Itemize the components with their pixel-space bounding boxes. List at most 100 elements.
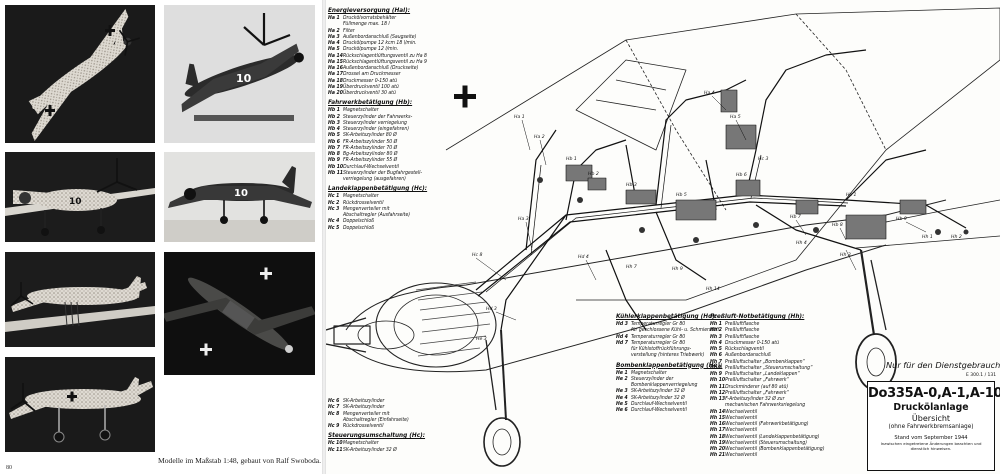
model-photo-dark-top bbox=[164, 252, 315, 375]
legend-item-code: Hb 8 bbox=[328, 151, 340, 157]
legend-item-code: Hb 9 bbox=[328, 157, 340, 164]
legend-item-code: Hc 1 bbox=[328, 193, 340, 200]
legend-item-text: Druckmesser 0-150 atü bbox=[725, 339, 779, 346]
legend-item-text: Temperaturregler Gr 80 bbox=[631, 339, 686, 346]
title-note-brakes: (ohne Fahrwerkbremsanlage) bbox=[888, 424, 974, 430]
legend-heading: Bombenklappenbetätigung (He): bbox=[616, 360, 723, 369]
legend-item-text: Wechselventil bbox=[725, 427, 758, 434]
title-subtitle: Druckölanlage bbox=[893, 402, 969, 413]
legend-item-text: Magnetschalter bbox=[343, 440, 379, 447]
callout-label: Hb 9 bbox=[896, 216, 907, 222]
legend-item-code: Ha 19 bbox=[328, 83, 343, 90]
callout-label: Hb 8 bbox=[832, 222, 843, 228]
legend-item: für geschlossene Kühl- u. Schmierstoff- bbox=[616, 327, 721, 333]
legend-item-text: Druckölvorratsbehälter bbox=[343, 15, 397, 21]
legend-item-text: Wechselventil bbox=[725, 408, 758, 415]
legend-item-code: Ha 2 bbox=[328, 27, 340, 34]
tail-number-text: 10 bbox=[234, 188, 248, 199]
legend-item-text: Preßluftschalter „Steuerumschaltung“ bbox=[725, 364, 813, 371]
legend-item-code: Hh 8 bbox=[710, 364, 722, 371]
model-photo-dark-ground: 10 bbox=[164, 152, 315, 242]
legend-item-text: FR-Arbeitszylinder 55 Ø bbox=[343, 157, 398, 164]
callout-label: Hb 1 bbox=[566, 156, 577, 162]
legend-item-text: Wechselventil (Bombenklappenbetätigung) bbox=[725, 446, 825, 452]
legend-item-text: Steuerzylinder (eingefahren) bbox=[343, 126, 410, 132]
legend-item-text: Drossel am Druckmesser bbox=[343, 71, 401, 78]
legend-item: Hc 11SK-Arbeitszylinder 32 Ø bbox=[328, 447, 438, 453]
legend-item: Hh 17Wechselventil bbox=[710, 427, 850, 433]
legend-item: Hh 20Wechselventil (Bombenklappenbetätig… bbox=[710, 446, 850, 452]
callout-label: Hb 6 bbox=[736, 172, 747, 178]
legend-item: Ha 20Überdruckventil 30 atü bbox=[328, 90, 448, 96]
aircraft-model-illustration bbox=[5, 252, 155, 347]
legend-item-code: Ha 4 bbox=[328, 40, 340, 46]
legend-item-code: Hh 17 bbox=[710, 427, 726, 434]
legend-item-text: Magnetschalter bbox=[343, 193, 379, 200]
legend-item-text: verriegelung (ausgefahren) bbox=[343, 176, 406, 182]
legend-item-text: Bombenklappenverriegelung bbox=[631, 382, 698, 388]
legend-item: Hh 14Wechselventil bbox=[710, 409, 850, 415]
legend-item-code: Hd 7 bbox=[616, 339, 628, 346]
legend-heading: Kühlerklappenbetätigung (Hd): bbox=[616, 312, 718, 320]
legend-item-code: Ha 1 bbox=[328, 15, 340, 21]
legend-item-code: Hh 3 bbox=[710, 333, 722, 340]
legend-item-text: Bg-Arbeitszylinder 80 Ø bbox=[343, 151, 398, 157]
callout-label: Ha 2 bbox=[534, 134, 545, 140]
legend-item-text: Steuerzylinder der Bugfahrgestell- bbox=[343, 169, 423, 176]
legend-item-text: Füllmenge max. 18 l bbox=[343, 21, 390, 28]
legend-item: Hh 19Wechselventil (Steuerumschaltung) bbox=[710, 440, 850, 446]
legend-heading: Energieversorgung (Hal): bbox=[328, 6, 411, 14]
legend-item: Hh 18Wechselventil (Landeklappenbetätigu… bbox=[710, 434, 850, 440]
callout-label: Hh 9 bbox=[672, 266, 683, 272]
legend-item-text: Rückdrosselventil bbox=[343, 423, 384, 429]
legend-item-text: Steuerzylinder der bbox=[631, 375, 674, 382]
legend-item: Hh 21Wechselventil bbox=[710, 452, 850, 458]
legend-item-code: Hc 9 bbox=[328, 423, 340, 429]
legend-item-text: mechanischen Fahrwerksriegelung bbox=[725, 402, 806, 409]
callout-label: Hc 1 bbox=[846, 192, 856, 198]
legend-item-text: Rückschlagentlüftungsventil zu Ha 9 bbox=[343, 58, 427, 65]
legend-heading: Steuerungsumschaltung (Hc): bbox=[328, 431, 426, 440]
legend-item: Füllmenge max. 18 l bbox=[328, 21, 448, 27]
legend-item-code: Ha 17 bbox=[328, 71, 343, 78]
callout-label: Hh 2 bbox=[951, 234, 962, 240]
legend-item-code: Hc 5 bbox=[328, 224, 340, 231]
legend-item-text: Überdruckventil 100 atü bbox=[343, 83, 399, 90]
legend-item: Ha 16Außenbordanschluß (Druckseite) bbox=[328, 65, 448, 71]
legend-item-code: He 3 bbox=[616, 388, 628, 395]
legend-item-text: Preßluftflasche bbox=[725, 321, 760, 327]
legend-item-text: F-Arbeitszylinder 32 Ø zur bbox=[725, 396, 785, 402]
legend-heading: Landeklappenbetätigung (Hc): bbox=[328, 184, 428, 193]
legend-item-text: Preßluftschalter „Bombenklappen“ bbox=[725, 358, 805, 365]
legend-item-text: Magnetschalter bbox=[631, 369, 667, 376]
model-photo-dark-banking: 10 bbox=[164, 5, 315, 143]
model-photo-top-view bbox=[5, 5, 155, 143]
legend-item-text: Temperaturregler Gr 80 bbox=[631, 333, 686, 340]
legend-item-text: verstellung (hinteres Triebwerk) bbox=[631, 352, 705, 359]
legend-item-code: He 2 bbox=[616, 375, 628, 382]
legend-item-code: Hc 7 bbox=[328, 404, 340, 411]
legend-item-code: Ha 3 bbox=[328, 33, 340, 40]
legend-item-text: Außenbordanschluß bbox=[725, 352, 771, 359]
legend-item-text: Druckmesser 0-150 atü bbox=[343, 77, 397, 84]
legend-item-code: Hh 18 bbox=[710, 433, 726, 440]
right-page: Ha 1 Ha 2 Ha 3 Ha 4 Ha 5 Hb 1 Hb 2 Hb 3 … bbox=[326, 0, 1000, 474]
legend-item-text: Wechselventil bbox=[725, 452, 758, 459]
legend-item-code: Hb 6 bbox=[328, 138, 340, 145]
